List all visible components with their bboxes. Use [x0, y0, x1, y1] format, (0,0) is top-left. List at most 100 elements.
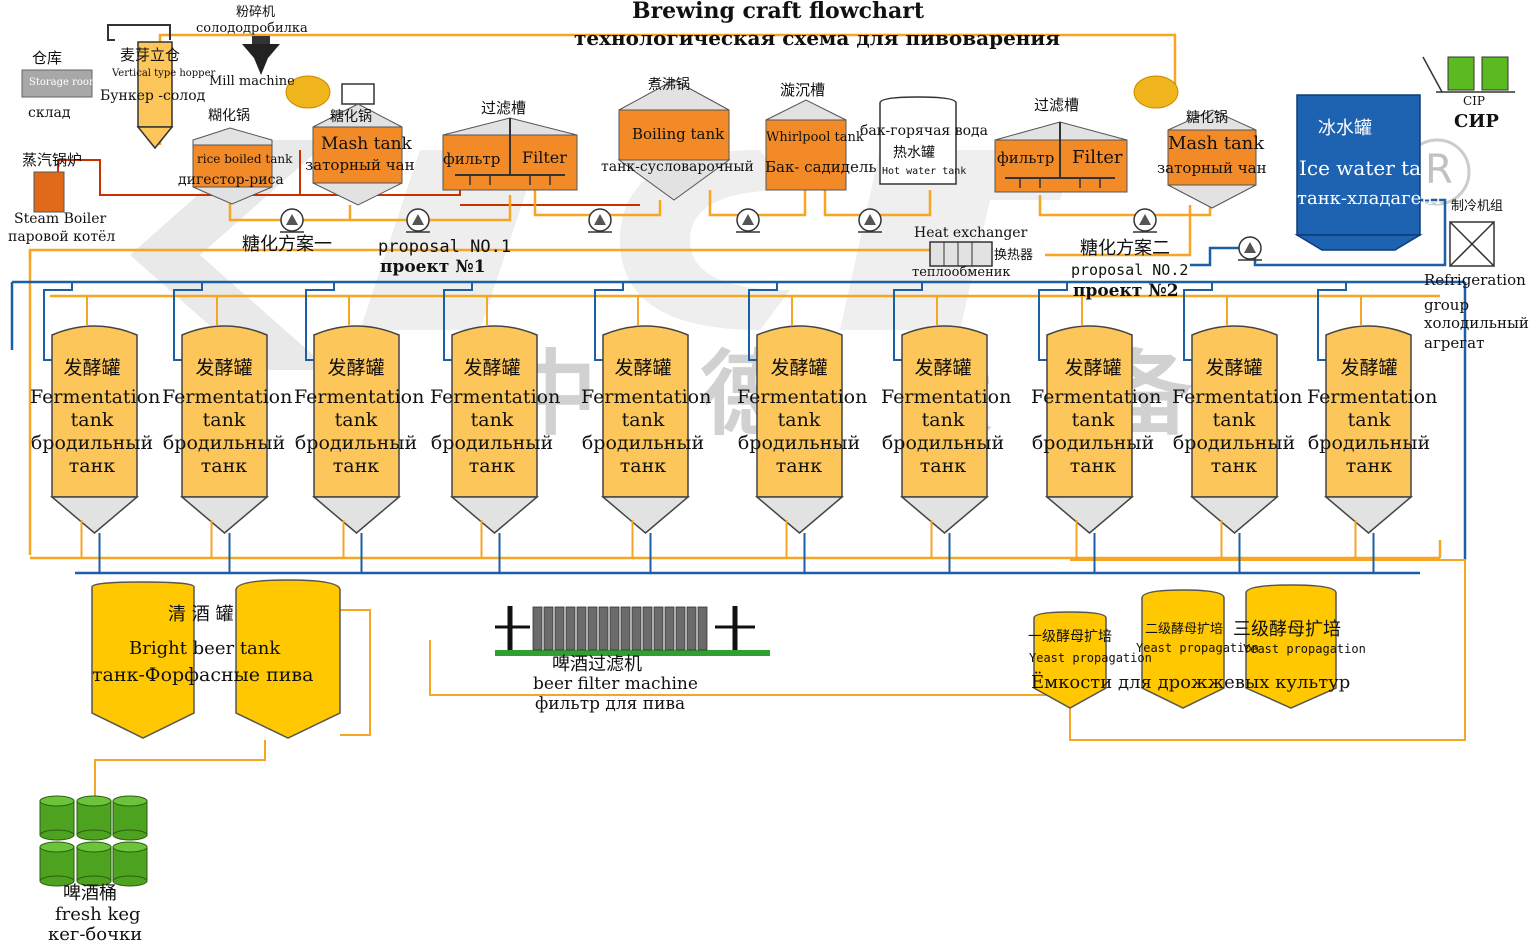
proposal1-label-ru: проект №1 [380, 257, 486, 277]
keg-top [39, 795, 75, 807]
proposal2-label-en: proposal NO.2 [1071, 261, 1189, 279]
fermentation-tank-body [602, 325, 689, 498]
filter-plate [686, 606, 697, 651]
hopper-label-cn: 麦芽立仓 [120, 46, 181, 64]
ferm-tank-label-en1: Fermentation [1172, 386, 1303, 408]
ferm-tank-label-ru2: танк [919, 455, 967, 477]
ferm-tank-label-en2: tank [202, 409, 246, 431]
ferm-tank-label-ru1: бродильный [294, 432, 418, 454]
hopper-label-ru: Бункер -солод [100, 88, 206, 104]
filter-plate [642, 606, 653, 651]
keg-bottom [112, 829, 148, 841]
ferm-tank-3: 发酵罐 Fermentation tank бродильный танк [294, 357, 425, 478]
ferm-tank-label-cn: 发酵罐 [770, 357, 828, 379]
ferm-tank-9: 发酵罐 Fermentation tank бродильный танк [1172, 357, 1303, 478]
filter1-label-en: Filter [522, 148, 567, 167]
ferm-tank-label-en2: tank [921, 409, 965, 431]
ferm-tank-label-en2: tank [1071, 409, 1115, 431]
filter-plate [697, 606, 708, 651]
heatex-label-ru: теплообменик [912, 265, 1011, 280]
mill-label-ru: солододробилка [196, 21, 308, 36]
keg-top [76, 795, 112, 807]
ferm-tank-label-ru1: бродильный [881, 432, 1005, 454]
ferm-tank-label-en2: tank [1212, 409, 1256, 431]
keg-label-ru: кег-бочки [48, 924, 143, 945]
fridge-label-en2: group [1424, 296, 1470, 314]
boiler-label-cn: 蒸汽锅炉 [22, 151, 83, 169]
fermentation-tank-cone [179, 496, 270, 534]
ferm-tank-label-ru2: танк [1345, 455, 1393, 477]
ferm-tank-label-cn: 发酵罐 [914, 357, 972, 379]
proposal1-label-en: proposal NO.1 [378, 237, 512, 257]
whirl-label-ru: Бак- садидель [765, 158, 877, 176]
ferm-tank-label-en1: Fermentation [30, 386, 161, 408]
mill-label-cn: 粉碎机 [236, 5, 276, 20]
hotwater-label-ru: бак-горячая вода [860, 123, 988, 139]
ferm-tank-label-en1: Fermentation [581, 386, 712, 408]
ferm-tank-label-en1: Fermentation [881, 386, 1012, 408]
filter-plate [565, 606, 576, 651]
ferm-tank-label-cn: 发酵罐 [327, 357, 385, 379]
ferm-tank-8: 发酵罐 Fermentation tank бродильный танк [1031, 357, 1162, 478]
ferm-tank-label-ru1: бродильный [1172, 432, 1296, 454]
keg-bottom [39, 875, 75, 887]
mash2-label-en: Mash tank [1168, 133, 1265, 154]
fermentation-tank-cone [449, 496, 540, 534]
proposal2-label-cn: 糖化方案二 [1080, 238, 1170, 259]
ferm-tank-5: 发酵罐 Fermentation tank бродильный танк [581, 357, 712, 478]
ferm-tank-label-en1: Fermentation [1031, 386, 1162, 408]
storage-box-label: Storage room [29, 77, 99, 88]
keg [112, 800, 148, 836]
yeast-2-label-en: Yeast propagation [1136, 641, 1259, 655]
ferm-tank-label-cn: 发酵罐 [1205, 357, 1263, 379]
rice-tank-label-cn: 糊化锅 [208, 108, 250, 124]
keg-bottom [76, 875, 112, 887]
registered-mark: R [1425, 147, 1453, 193]
fridge-label-ru1: холодильный [1424, 314, 1529, 332]
ferm-tank-4: 发酵罐 Fermentation tank бродильный танк [430, 357, 560, 478]
ferm-tank-label-cn: 发酵罐 [63, 357, 121, 379]
fridge-label-cn: 制冷机组 [1451, 199, 1504, 214]
storage-room-box [21, 69, 93, 98]
ferm-tank-6: 发酵罐 Fermentation tank бродильный танк [737, 357, 868, 478]
filter-plate [664, 606, 675, 651]
hopper-label-en: Vertical type hopper [112, 68, 216, 79]
mash2-label-ru: заторный чан [1157, 159, 1267, 177]
fermentation-tank-cone [311, 496, 402, 534]
fermentation-tank-cone [1189, 496, 1280, 534]
fermentation-tank-cone [899, 496, 990, 534]
fermentation-tank-cone [1044, 496, 1135, 534]
icewater-label-ru: танк-хладагент [1297, 188, 1444, 209]
filter-plate [532, 606, 543, 651]
yeast-2-label-cn: 二级酵母扩培 [1145, 622, 1224, 637]
fermentation-tank-body [901, 325, 988, 498]
ferm-tank-label-ru1: бродильный [737, 432, 861, 454]
ferm-tank-label-en2: tank [470, 409, 514, 431]
bfilter-label-ru: фильтр для пива [535, 694, 686, 714]
ferm-tank-label-ru1: бродильный [1031, 432, 1155, 454]
ferm-tank-label-en1: Fermentation [737, 386, 868, 408]
fermentation-tank-cone [754, 496, 845, 534]
filter-plate [543, 606, 554, 651]
fridge-label-ru2: агрегат [1424, 334, 1485, 352]
bfilter-label-en: beer filter machine [533, 674, 698, 694]
rice-tank-label-ru: дигестор-риса [178, 172, 284, 188]
yeast-3-label-cn: 三级酵母扩培 [1233, 619, 1341, 640]
keg [76, 800, 112, 836]
fermentation-tank-cone [49, 496, 140, 534]
mill-label-en: Mill machine [209, 74, 295, 89]
fermentation-tank-body [1046, 325, 1133, 498]
title-ru: технологическая схема для пивоварения [574, 26, 1061, 50]
fermentation-tank-body [451, 325, 538, 498]
filter-plate [620, 606, 631, 651]
filter-plate [631, 606, 642, 651]
storage-label-cn: 仓库 [32, 49, 63, 67]
keg [39, 846, 75, 882]
filter-plate [576, 606, 587, 651]
ferm-tank-label-ru2: танк [1210, 455, 1258, 477]
ferm-tank-label-en1: Fermentation [294, 386, 425, 408]
keg-top [39, 841, 75, 853]
yeast-1-label-cn: 一级酵母扩培 [1028, 629, 1112, 645]
ferm-tank-label-ru1: бродильный [162, 432, 286, 454]
bright-label-en: Bright beer tank [129, 638, 281, 659]
